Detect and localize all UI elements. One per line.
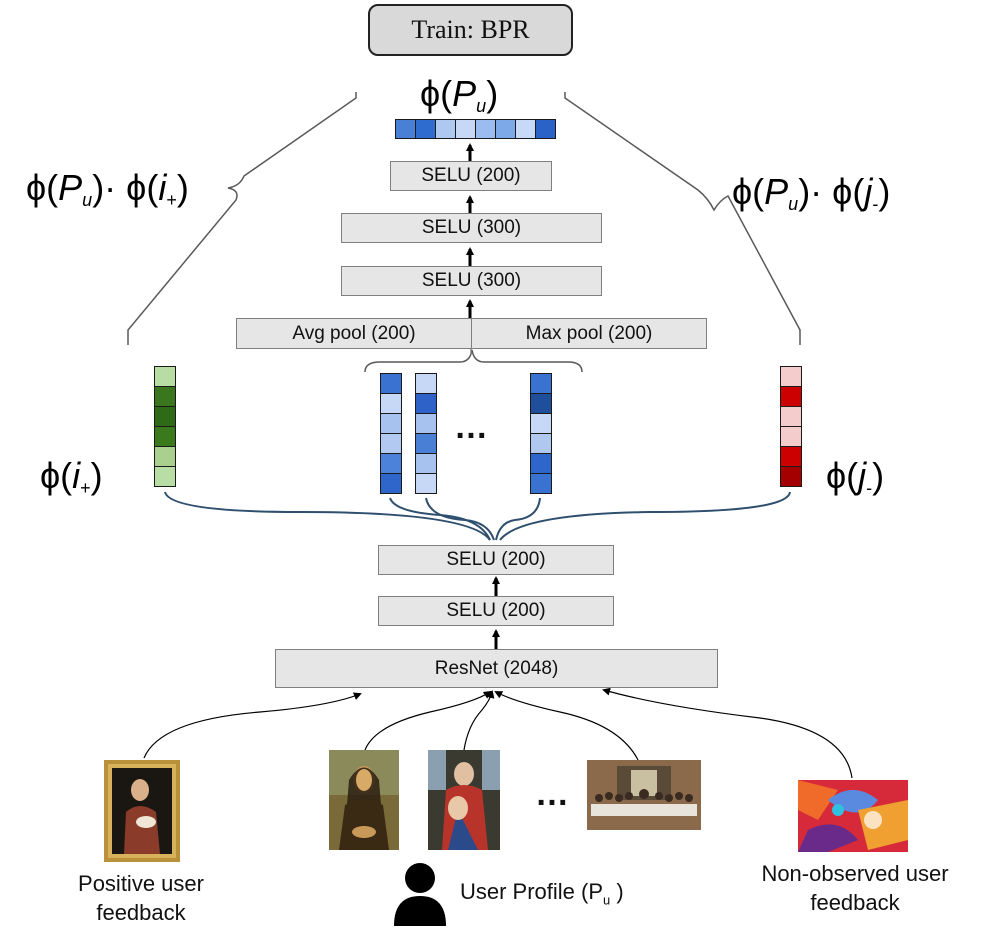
left-brace — [127, 92, 357, 345]
embedding-cell — [780, 406, 802, 427]
embedding-cell — [380, 373, 402, 394]
embedding-cell — [530, 413, 552, 434]
embedding-cell — [380, 473, 402, 494]
right-brace — [564, 92, 801, 345]
embedding-cell — [535, 119, 556, 139]
negative-item-label: ϕ(j-) — [826, 455, 885, 498]
train-bpr-title: Train: BPR — [368, 4, 573, 56]
embedding-cell — [415, 473, 437, 494]
embedding-cell — [780, 446, 802, 467]
embedding-cell — [154, 406, 176, 427]
embedding-cell — [780, 386, 802, 407]
embedding-cell — [530, 433, 552, 454]
embedding-cell — [395, 119, 416, 139]
negative-score-label: ϕ(Pu)· ϕ(j-) — [732, 171, 891, 214]
embedding-cell — [530, 373, 552, 394]
embedding-cell — [495, 119, 516, 139]
profile-item-embedding — [380, 373, 402, 494]
positive-score-label: ϕ(Pu)· ϕ(i+) — [26, 167, 189, 210]
max-pool-layer: Max pool (200) — [471, 318, 707, 349]
positive-feedback-caption: Positive user feedback — [78, 871, 204, 925]
embedding-cell — [415, 413, 437, 434]
profile-item-embedding — [415, 373, 437, 494]
negative-feedback-painting — [798, 780, 908, 852]
profile-embedding-vector — [395, 119, 556, 139]
selu-200-top-layer: SELU (200) — [390, 161, 552, 191]
embedding-cell — [380, 433, 402, 454]
profile-painting-madonna — [428, 750, 500, 850]
embedding-cell — [415, 373, 437, 394]
embedding-cell — [530, 473, 552, 494]
avg-pool-layer: Avg pool (200) — [236, 318, 472, 349]
embedding-cell — [380, 393, 402, 414]
embedding-cell — [475, 119, 496, 139]
embedding-cell — [415, 393, 437, 414]
pool-brace — [364, 349, 583, 373]
positive-item-label: ϕ(i+) — [40, 455, 103, 498]
embedding-cell — [530, 393, 552, 414]
selu-300-lower-layer: SELU (300) — [341, 266, 602, 296]
embedding-cell — [435, 119, 456, 139]
embedding-cell — [154, 386, 176, 407]
user-icon — [394, 863, 446, 926]
positive-feedback-painting — [104, 760, 180, 862]
embedding-cell — [780, 466, 802, 487]
selu-200-shared-upper-layer: SELU (200) — [378, 545, 614, 575]
embedding-cell — [154, 466, 176, 487]
resnet-layer: ResNet (2048) — [275, 649, 718, 688]
embedding-cell — [530, 453, 552, 474]
embedding-cell — [415, 433, 437, 454]
negative-item-embedding — [780, 366, 802, 487]
embedding-cell — [780, 426, 802, 447]
embedding-cell — [154, 426, 176, 447]
embedding-cell — [154, 446, 176, 467]
user-profile-caption: User Profile (Pu ) — [460, 879, 624, 908]
selu-200-shared-lower-layer: SELU (200) — [378, 596, 614, 626]
embedding-cell — [380, 453, 402, 474]
embedding-cell — [780, 366, 802, 387]
profile-painting-mona-lisa — [329, 750, 399, 850]
embedding-cell — [415, 119, 436, 139]
embedding-cell — [455, 119, 476, 139]
profile-items-ellipsis: … — [454, 408, 490, 446]
selu-300-upper-layer: SELU (300) — [341, 213, 602, 243]
profile-paintings-ellipsis: … — [535, 775, 571, 813]
negative-feedback-caption: Non-observed user feedback — [761, 861, 949, 915]
profile-painting-last-supper — [587, 760, 701, 830]
profile-item-embedding — [530, 373, 552, 494]
positive-item-embedding — [154, 366, 176, 487]
profile-embedding-label: ϕ(Pu) — [420, 73, 499, 116]
embedding-cell — [415, 453, 437, 474]
embedding-cell — [380, 413, 402, 434]
embedding-cell — [154, 366, 176, 387]
embedding-cell — [515, 119, 536, 139]
